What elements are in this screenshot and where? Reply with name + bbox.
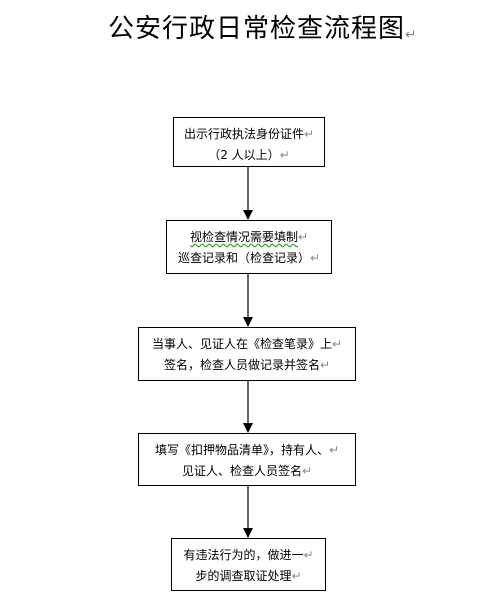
flow-step-5: 有违法行为的，做进一↵ 步的调查取证处理↵ (171, 538, 326, 591)
step-3-line-1: 当事人、见证人在《检查笔录》上↵ (151, 337, 343, 351)
paragraph-mark-icon: ↵ (309, 251, 321, 265)
step-5-line-1: 有违法行为的，做进一↵ (183, 548, 314, 562)
flow-step-2: 视检查情况需要填制↵ 巡查记录和（检查记录）↵ (166, 220, 332, 274)
paragraph-mark-icon: ↵ (331, 337, 343, 351)
paragraph-mark-icon: ↵ (303, 548, 314, 562)
paragraph-mark-icon: ↵ (319, 358, 331, 372)
step-3-line-2: 签名，检查人员做记录并签名↵ (163, 358, 331, 372)
step-4-line-1: 填写《扣押物品清单》，持有人、↵ (154, 443, 340, 457)
page-title: 公安行政日常检查流程图↵ (108, 8, 418, 45)
step-2-line-1: 视检查情况需要填制↵ (189, 230, 309, 244)
paragraph-mark-icon: ↵ (297, 230, 309, 244)
paragraph-mark-icon: ↵ (328, 443, 340, 457)
step-5-line-2: 步的调查取证处理↵ (195, 569, 302, 583)
page-title-text: 公安行政日常检查流程图 (108, 14, 406, 44)
flow-step-1: 出示行政执法身份证件↵ （2 人以上）↵ (173, 117, 325, 167)
paragraph-mark-icon: ↵ (303, 127, 315, 141)
paragraph-mark-icon: ↵ (301, 464, 313, 478)
step-1-line-1: 出示行政执法身份证件↵ (183, 127, 315, 141)
step-2-line-2: 巡查记录和（检查记录）↵ (177, 251, 321, 265)
flow-step-4: 填写《扣押物品清单》，持有人、↵ 见证人、检查人员签名↵ (138, 433, 356, 486)
paragraph-mark-icon: ↵ (291, 569, 302, 583)
step-4-line-2: 见证人、检查人员签名↵ (181, 464, 313, 478)
paragraph-mark-icon: ↵ (405, 27, 418, 43)
step-1-line-2: （2 人以上）↵ (208, 148, 290, 162)
paragraph-mark-icon: ↵ (279, 148, 290, 162)
flow-step-3: 当事人、见证人在《检查笔录》上↵ 签名，检查人员做记录并签名↵ (138, 327, 356, 381)
